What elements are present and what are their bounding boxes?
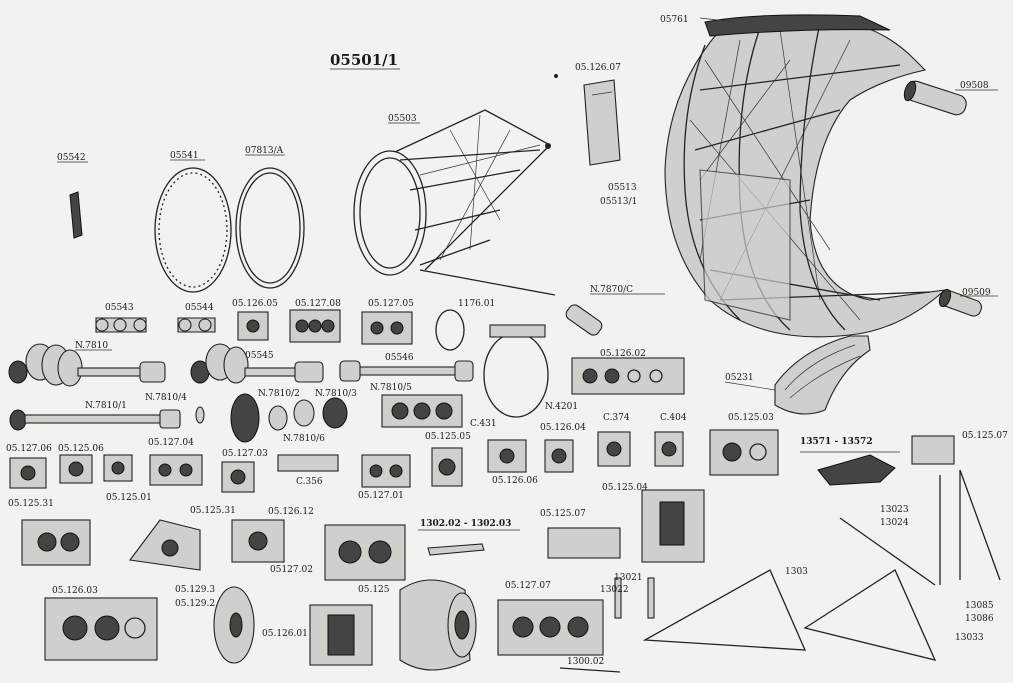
label-05126-02: 05.126.02 [600,349,646,359]
part-labels: 05761 09508 09509 05.126.07 05513 05513/… [6,15,1008,667]
struts-13023-drawing [839,469,1001,586]
label-13571-13572: 13571 - 13572 [800,437,873,447]
label-05126-12: 05.126.12 [268,507,314,517]
label-05761: 05761 [660,15,689,25]
label-13085: 13085 [965,601,994,611]
diagram-title: 05501/1 [330,51,398,69]
bolt-05545-drawing [190,343,324,384]
ring-07813a-drawing [235,154,305,289]
label-1302-02-1302-03: 1302.02 - 1302.03 [420,519,511,529]
bolt-05543-drawing [95,317,147,333]
label-05126-03: 05.126.03 [52,586,98,596]
label-1176-01: 1176.01 [458,299,495,309]
label-05126-01: 05.126.01 [262,629,308,639]
label-05513: 05513 [608,183,637,193]
label-n7810: N.7810 [75,341,108,351]
label-05129-2: 05.129.2 [175,599,215,609]
rod-1302-drawing [418,529,520,556]
label-09509: 09509 [962,288,991,298]
label-1300-02: 1300.02 [567,657,604,667]
label-13024: 13024 [880,518,909,528]
label-13022: 13022 [600,585,629,595]
label-13021: 13021 [614,573,643,583]
nose-frame-drawing [664,14,947,338]
panel-05231-drawing [724,335,871,415]
cone-frame-05503-drawing [353,109,556,296]
label-05125-03: 05.125.03 [728,413,774,423]
collar-n4201-drawing [483,324,549,418]
label-c404: C.404 [660,413,687,423]
label-05125-01: 05.125.01 [106,493,152,503]
label-05127-01: 05.127.01 [358,491,404,501]
label-05126-06: 05.126.06 [492,476,538,486]
label-05125-07-b: 05.125.07 [540,509,586,519]
label-05127-05: 05.127.05 [368,299,414,309]
label-05127-03: 05.127.03 [222,449,268,459]
pulley-05129-drawing [213,586,255,664]
label-05125-05: 05.125.05 [425,432,471,442]
label-05542: 05542 [57,153,86,163]
clamp-1176-01-drawing [435,309,465,351]
label-05125-06: 05.125.06 [58,444,104,454]
rod-1300-drawing [559,667,621,673]
strut-n7870c-drawing [565,293,665,336]
label-13033: 13033 [955,633,984,643]
label-05127-07: 05.127.07 [505,581,551,591]
bolt-09509-drawing [938,288,998,317]
label-c374: C.374 [603,413,630,423]
label-n7810-6: N.7810/6 [283,434,325,444]
label-13086: 13086 [965,614,994,624]
label-05126-07: 05.126.07 [575,63,621,73]
label-n7810-1: N.7810/1 [85,401,127,411]
label-09508: 09508 [960,81,989,91]
label-05543: 05543 [105,303,134,313]
label-05231: 05231 [725,373,754,383]
label-05541: 05541 [170,151,199,161]
label-05545: 05545 [245,351,274,361]
label-05126-04: 05.126.04 [540,423,586,433]
label-c356: C.356 [296,477,323,487]
bracket-13571-drawing [800,451,900,486]
label-05127-06: 05.127.06 [6,444,52,454]
label-n7870c: N.7870/C [590,285,633,295]
bolt-n7810-drawing [8,343,166,387]
label-05503: 05503 [388,114,417,124]
label-13023: 13023 [880,505,909,515]
label-05125-07-a: 05.125.07 [962,431,1008,441]
washers-n7810-2-6-drawing [230,393,348,443]
label-05125-31-a: 05.125.31 [8,499,54,509]
cup-05125-drawing [399,579,477,671]
label-n7810-2: N.7810/2 [258,389,300,399]
fitting-blocks [9,309,955,666]
bolt-05544-drawing [177,317,216,333]
plate-05126-07-drawing [554,74,621,166]
ring-05541-drawing [154,159,232,293]
bolt-05546-drawing [339,360,474,382]
label-05126-05: 05.126.05 [232,299,278,309]
label-05125-31-b: 05.125.31 [190,506,236,516]
triangle-frame-1303-drawing [642,569,937,661]
label-05546: 05546 [385,353,414,363]
clip-05542-drawing [57,161,88,239]
label-n7810-3: N.7810/3 [315,389,357,399]
label-05127-04: 05.127.04 [148,438,194,448]
bolt-n7810-1-drawing [9,406,205,431]
label-n4201: N.4201 [545,402,578,412]
label-05127-02: 05127.02 [270,565,313,575]
label-05125: 05.125 [358,585,390,595]
label-n7810-4: N.7810/4 [145,393,187,403]
label-05513-1: 05513/1 [600,197,637,207]
label-n7810-5: N.7810/5 [370,383,412,393]
label-1303: 1303 [785,567,808,577]
bolts-13021-drawing [614,577,655,619]
label-05129-3: 05.129.3 [175,585,215,595]
label-05125-04: 05.125.04 [602,483,648,493]
label-07813a: 07813/A [245,146,284,156]
label-c431: C.431 [470,419,497,429]
bolt-09508-drawing [903,80,998,116]
label-05544: 05544 [185,303,214,313]
label-05127-08: 05.127.08 [295,299,341,309]
